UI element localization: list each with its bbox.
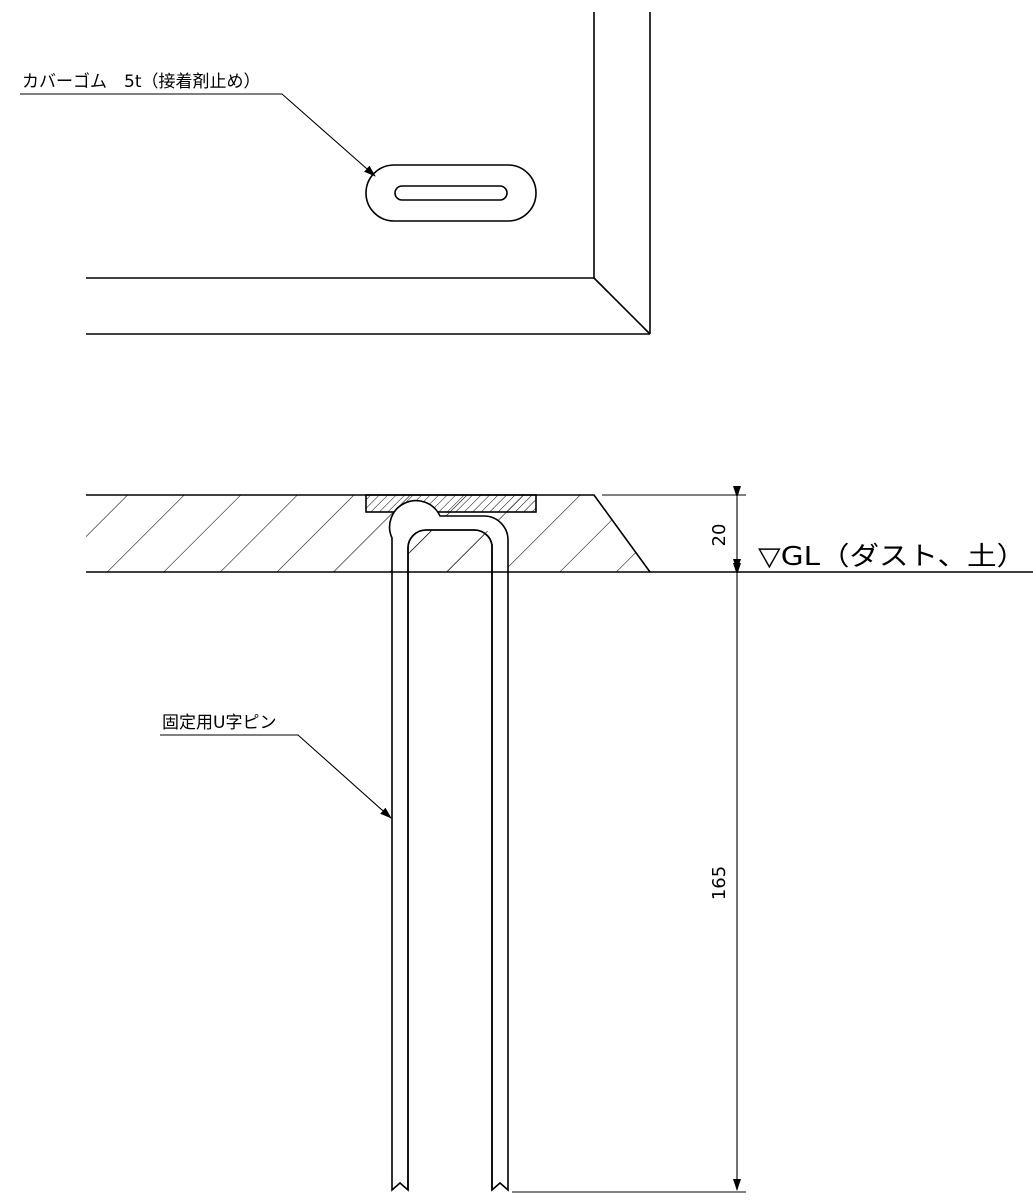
u-pin-inner-hatch: [410, 531, 490, 571]
u-pin-inner-outline: [407, 529, 493, 1190]
pin-slot: [394, 185, 508, 201]
section-view: ▽GL（ダスト、土） 固定用U字ピン 20 165: [86, 486, 1033, 1193]
cover-rubber-leader: [20, 93, 376, 177]
ground-level-label: ▽GL（ダスト、土）: [758, 542, 1026, 572]
cover-rubber-label: カバーゴム 5t（接着剤止め）: [22, 71, 260, 92]
mat-section-outline: [86, 494, 651, 573]
pin-depth-dimension: 165: [709, 866, 730, 900]
u-pin-leader: [160, 734, 392, 819]
cover-rubber-section: [365, 494, 537, 513]
plan-view: カバーゴム 5t（接着剤止め）: [20, 12, 651, 335]
thickness-dimension: 20: [709, 524, 730, 547]
mat-bevel-corner: [593, 277, 651, 335]
mat-section-hatch: [86, 495, 650, 572]
u-pin-label: 固定用U字ピン: [162, 713, 276, 733]
cover-rubber-outline: [365, 164, 537, 222]
